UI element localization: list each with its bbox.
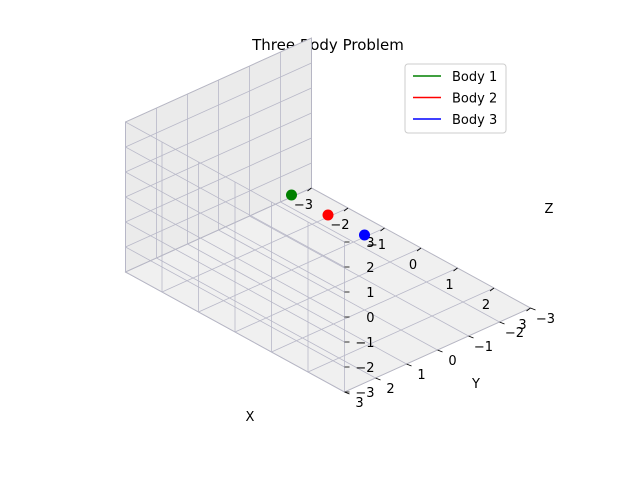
grid-floor-y bbox=[280, 201, 500, 323]
legend-label-body-3: Body 3 bbox=[452, 113, 497, 128]
grid-back-z bbox=[125, 146, 345, 268]
grid-floor-y bbox=[249, 215, 469, 337]
y-tick-label: −2 bbox=[505, 326, 524, 341]
y-tick-label: 0 bbox=[448, 354, 456, 369]
data-points bbox=[286, 189, 370, 241]
x-tick-label: 0 bbox=[409, 258, 417, 273]
grid-floor-y bbox=[218, 229, 438, 351]
y-tick-mark bbox=[530, 307, 536, 311]
y-tick-label: 1 bbox=[417, 368, 425, 383]
grid-floor-y bbox=[187, 243, 407, 365]
grid-lines bbox=[125, 37, 531, 393]
x-tick-mark bbox=[343, 207, 349, 212]
x-tick-label: −2 bbox=[330, 218, 349, 233]
grid-left-z bbox=[125, 87, 312, 173]
x-tick-label: 3 bbox=[518, 318, 526, 333]
grid-back-z bbox=[125, 271, 345, 393]
z-tick-label: 1 bbox=[366, 286, 374, 301]
grid-back-z bbox=[125, 246, 345, 368]
z-tick-label: 0 bbox=[366, 311, 374, 326]
grid-left-z bbox=[125, 162, 312, 248]
x-tick-mark bbox=[489, 287, 495, 292]
legend-box bbox=[404, 63, 507, 134]
grid-left-z bbox=[125, 112, 312, 198]
y-tick-mark bbox=[499, 321, 505, 325]
x-tick-label: 1 bbox=[445, 278, 453, 293]
y-tick-label: −1 bbox=[474, 340, 493, 355]
z-tick-label: 3 bbox=[366, 236, 374, 251]
z-tick-label: −2 bbox=[355, 361, 374, 376]
grid-back-z bbox=[125, 121, 345, 243]
y-tick-mark bbox=[437, 349, 443, 353]
x-tick-mark bbox=[307, 187, 312, 192]
x-tick-mark bbox=[416, 247, 422, 252]
y-tick-mark bbox=[468, 335, 474, 339]
y-tick-label: 3 bbox=[355, 396, 363, 411]
grid-back-z bbox=[125, 221, 345, 343]
y-tick-label: 2 bbox=[386, 382, 394, 397]
x-tick-mark bbox=[526, 307, 531, 312]
y-tick-mark bbox=[375, 377, 381, 381]
legend-label-body-2: Body 2 bbox=[452, 92, 497, 107]
z-tick-label: −3 bbox=[355, 386, 374, 401]
x-tick-mark bbox=[380, 227, 385, 232]
grid-back-z bbox=[125, 171, 345, 293]
y-tick-label: −3 bbox=[536, 312, 555, 327]
z-tick-label: 2 bbox=[366, 261, 374, 276]
x-tick-label: 2 bbox=[482, 298, 490, 313]
y-axis-label: Y bbox=[471, 377, 480, 392]
x-tick-mark bbox=[453, 267, 458, 272]
chart-title: Three-Body Problem bbox=[251, 36, 404, 54]
z-axis-label: Z bbox=[545, 202, 554, 217]
legend: Body 1 Body 2 Body 3 bbox=[404, 63, 507, 134]
grid-back-z bbox=[125, 196, 345, 318]
grid-left-z bbox=[125, 37, 312, 123]
grid-left-z bbox=[125, 62, 312, 148]
grid-left-z bbox=[125, 187, 312, 273]
body-2-point bbox=[322, 209, 334, 221]
y-tick-mark bbox=[406, 363, 412, 367]
x-axis-label: X bbox=[246, 410, 255, 425]
z-tick-label: −1 bbox=[355, 336, 374, 351]
legend-label-body-1: Body 1 bbox=[452, 70, 497, 85]
x-tick-label: −3 bbox=[294, 198, 313, 213]
grid-floor-y bbox=[156, 257, 376, 379]
x-tick-label: −1 bbox=[367, 238, 386, 253]
body-3-point bbox=[359, 229, 370, 241]
grid-left-z bbox=[125, 137, 312, 223]
body-1-point bbox=[286, 189, 297, 201]
